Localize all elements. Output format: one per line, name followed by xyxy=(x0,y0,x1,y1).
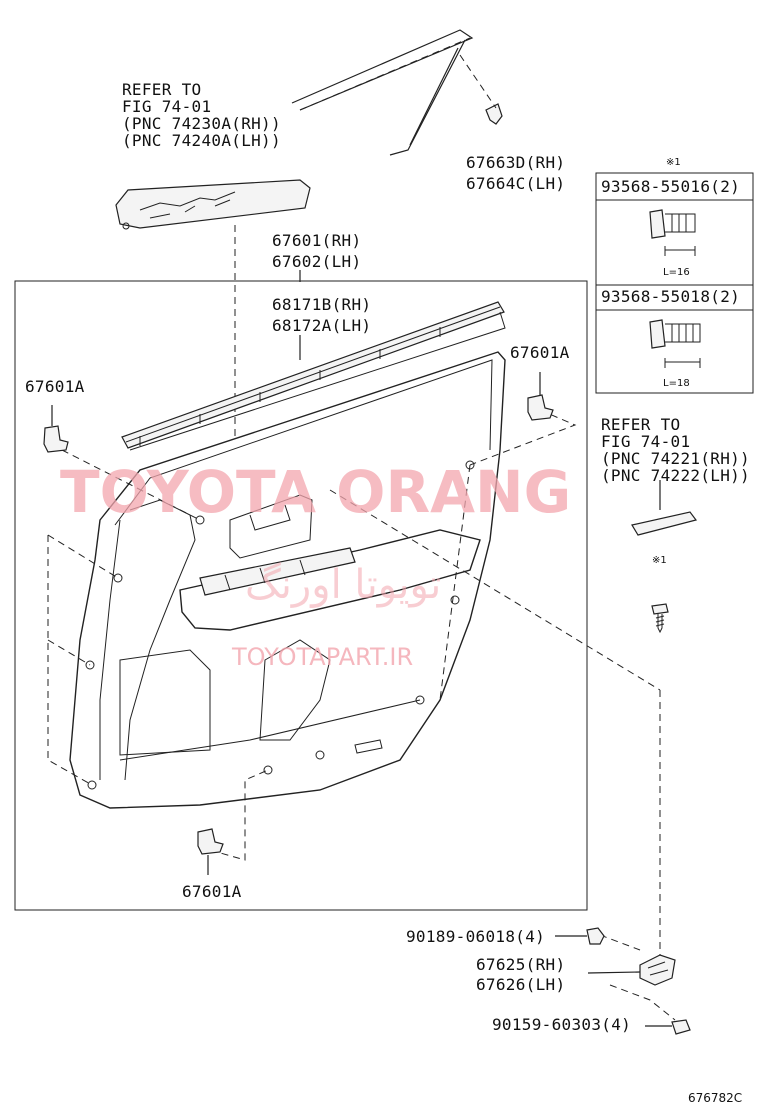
refer-top-line2: FIG 74-01 xyxy=(122,97,211,116)
leader-clip-left-c xyxy=(47,534,119,579)
bolt-row2-part[interactable]: 93568-55018(2) xyxy=(601,287,740,306)
watermark-brand: TOYOTA ORANG xyxy=(60,458,571,526)
clip-right-part xyxy=(527,372,554,421)
label-clip-top-lh[interactable]: 67664C(LH) xyxy=(466,174,565,193)
label-weatherstrip-lh[interactable]: 68172A(LH) xyxy=(272,316,371,335)
window-frame xyxy=(291,29,474,156)
door-trim-panel xyxy=(69,351,506,809)
refer-top-line1: REFER TO xyxy=(122,80,201,99)
nut-part xyxy=(555,927,605,945)
leader-clip-left-b xyxy=(47,535,93,786)
refer-top-line4: (PNC 74240A(LH)) xyxy=(122,131,281,150)
mark-note-table: ※1 xyxy=(666,157,681,168)
leader-clip-left-d xyxy=(47,639,91,666)
label-clip-bottom[interactable]: 67601A xyxy=(182,882,242,901)
bolt-row1-length: L=16 xyxy=(663,267,690,278)
switch-base-part xyxy=(115,179,311,230)
leader-clip-right-b xyxy=(439,464,471,701)
panel-frame xyxy=(14,280,588,911)
bracket-part xyxy=(587,954,676,986)
label-bracket-rh[interactable]: 67625(RH) xyxy=(476,955,565,974)
label-nut[interactable]: 90189-06018(4) xyxy=(406,927,545,946)
clip-bottom-part xyxy=(197,828,224,875)
clip-67663d xyxy=(459,54,503,125)
label-panel-rh[interactable]: 67601(RH) xyxy=(272,231,361,250)
clip-left-part xyxy=(43,405,69,453)
bolt-row1-part[interactable]: 93568-55016(2) xyxy=(601,177,740,196)
bolt-table xyxy=(595,172,754,394)
watermark-arabic: تویوتا اورنگ xyxy=(245,562,441,608)
label-screw[interactable]: 90159-60303(4) xyxy=(492,1015,631,1034)
screw-bottom-part xyxy=(645,1019,691,1035)
label-weatherstrip-rh[interactable]: 68171B(RH) xyxy=(272,295,371,314)
armrest-cover-part xyxy=(631,480,698,536)
label-bracket-lh[interactable]: 67626(LH) xyxy=(476,975,565,994)
refer-right-line1: REFER TO xyxy=(601,415,680,434)
refer-right-line4: (PNC 74222(LH)) xyxy=(601,466,750,485)
leader-clip-left-a xyxy=(61,449,201,521)
label-panel-lh[interactable]: 67602(LH) xyxy=(272,252,361,271)
screw-mark1-part xyxy=(651,603,669,634)
refer-right-line2: FIG 74-01 xyxy=(601,432,690,451)
label-clip-right[interactable]: 67601A xyxy=(510,343,570,362)
figure-code: 676782C xyxy=(688,1091,742,1105)
bolt-row2-length: L=18 xyxy=(663,378,690,389)
leader-clip-bottom xyxy=(209,769,269,861)
refer-top-line3: (PNC 74230A(RH)) xyxy=(122,114,281,133)
mark-note-screw: ※1 xyxy=(652,555,667,566)
label-clip-left[interactable]: 67601A xyxy=(25,377,85,396)
watermark-site: TOYOTAPART.IR xyxy=(231,643,413,671)
label-clip-top-rh[interactable]: 67663D(RH) xyxy=(466,153,565,172)
leader-screw-a xyxy=(329,489,661,691)
leader-bracket xyxy=(609,984,676,1021)
weatherstrip-part xyxy=(121,301,506,451)
refer-right-line3: (PNC 74221(RH)) xyxy=(601,449,750,468)
leader-nut xyxy=(599,934,641,951)
